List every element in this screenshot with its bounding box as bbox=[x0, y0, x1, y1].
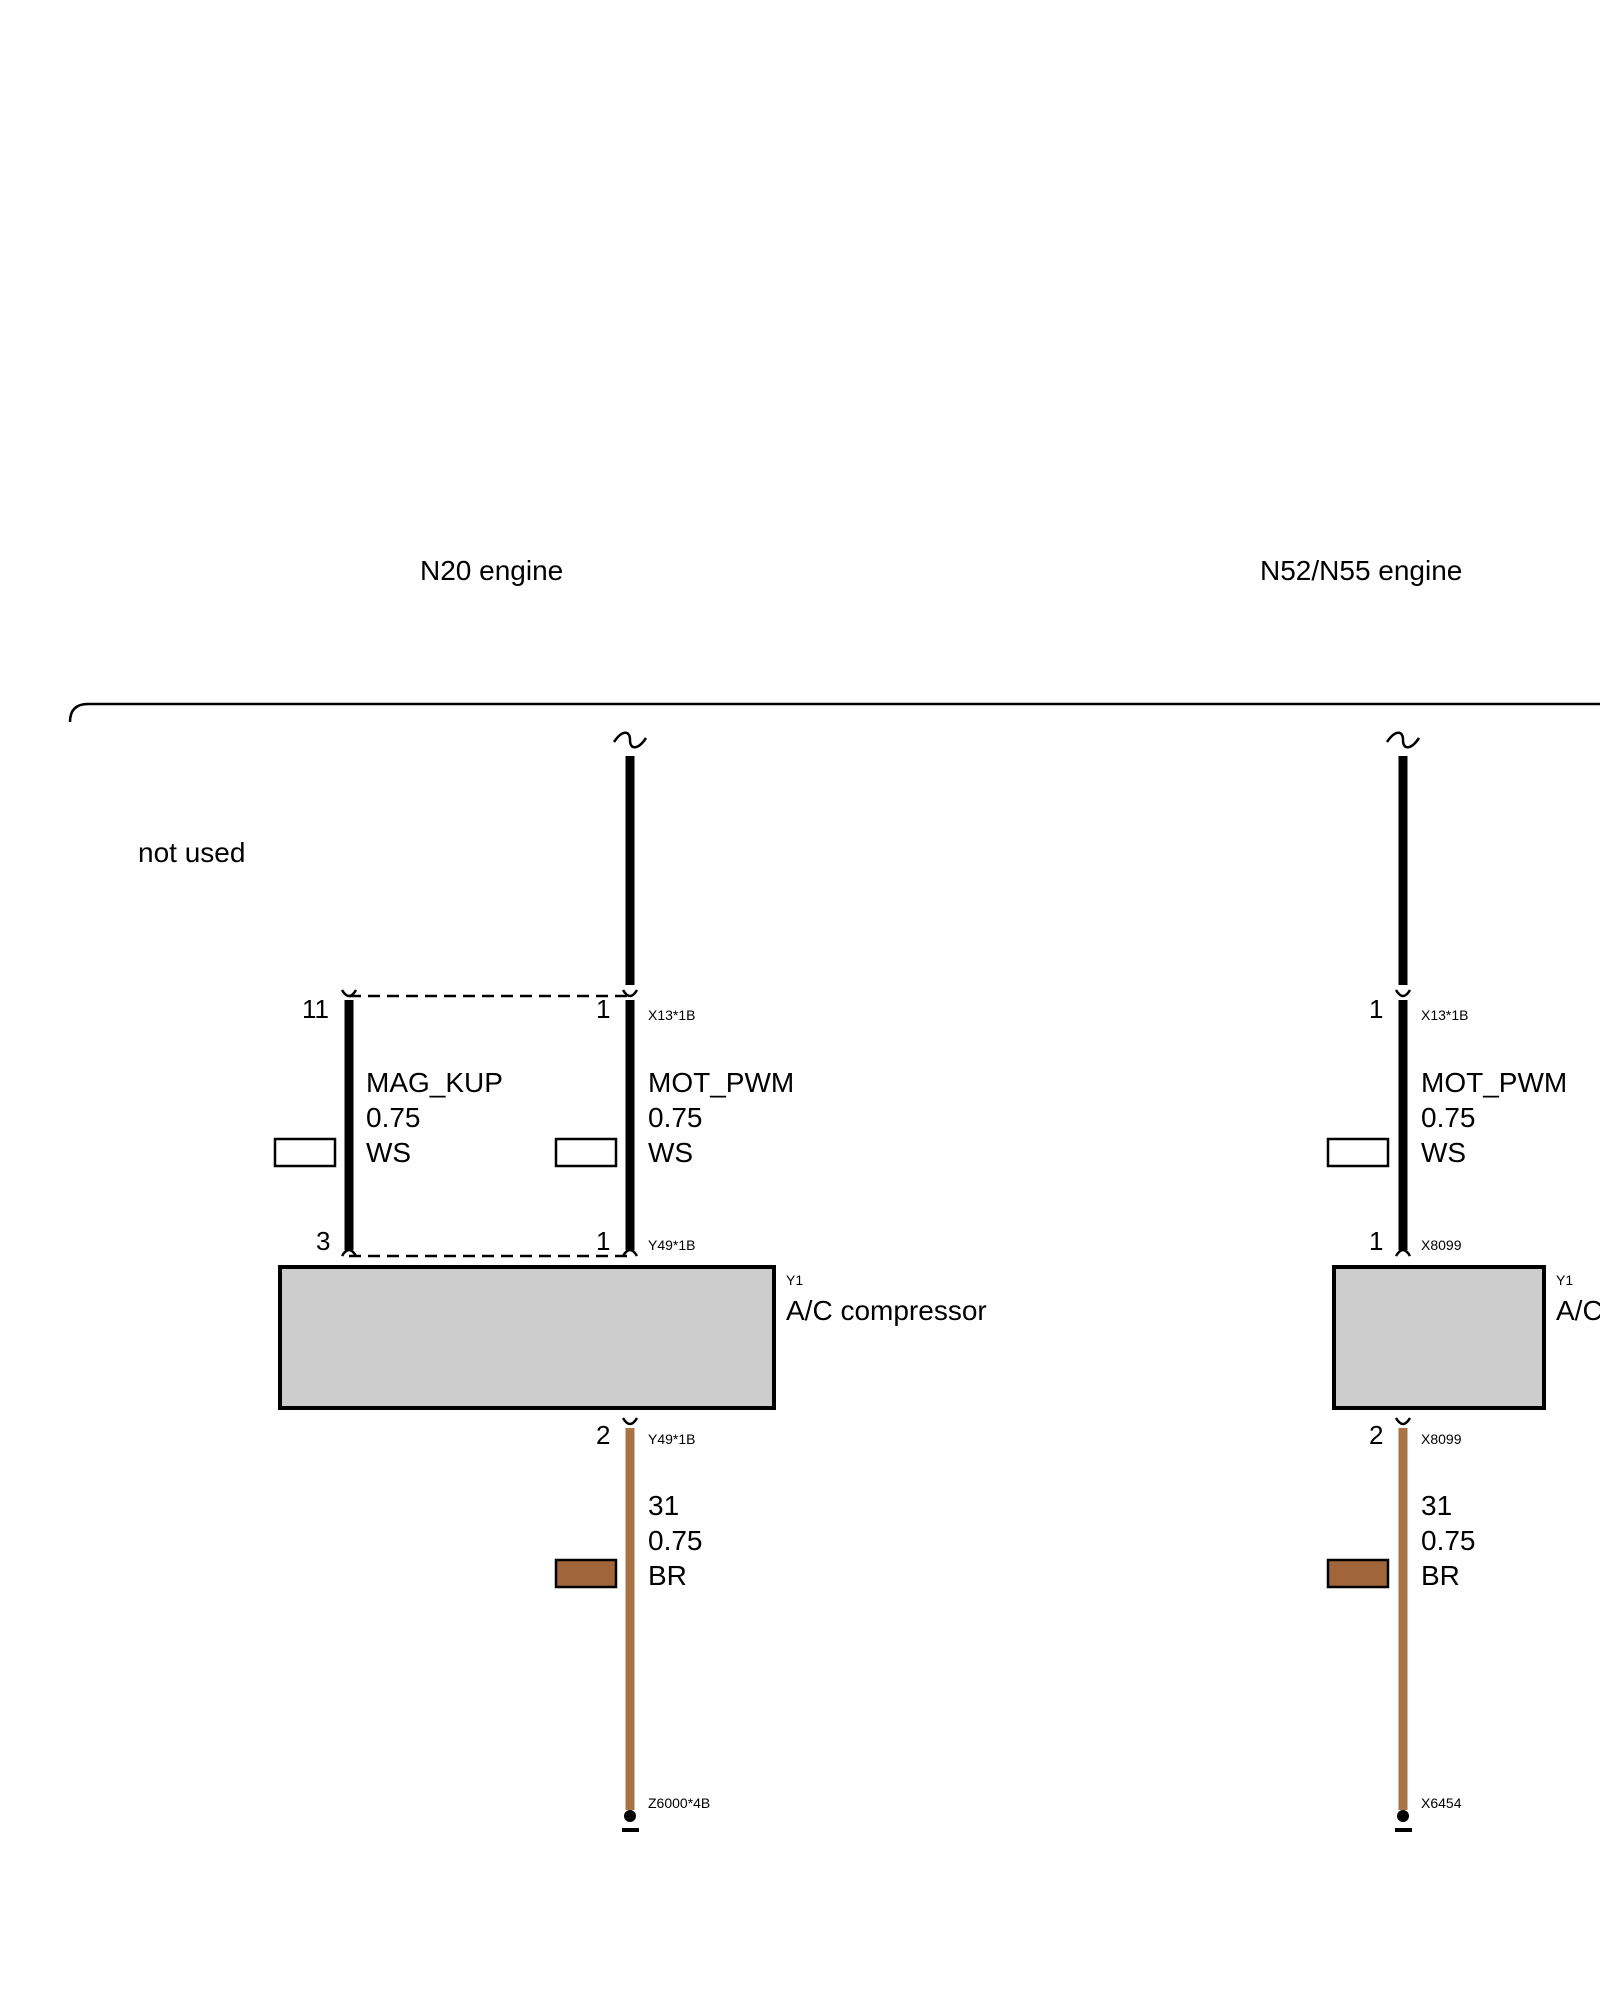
component-name: A/C compressor bbox=[786, 1295, 987, 1326]
wire-name: 31 bbox=[648, 1490, 679, 1521]
pin-label: 3 bbox=[316, 1226, 330, 1256]
component-ac-compressor bbox=[1332, 1265, 1546, 1410]
connector-ref: X8099 bbox=[1421, 1237, 1462, 1253]
connector-ref: Y49*1B bbox=[648, 1431, 695, 1447]
wire-color: WS bbox=[366, 1137, 411, 1168]
pin-label: 1 bbox=[596, 994, 610, 1024]
color-swatch-ws bbox=[1326, 1137, 1390, 1168]
wire-size: 0.75 bbox=[1421, 1525, 1476, 1556]
wire-name: MAG_KUP bbox=[366, 1067, 503, 1098]
wire-color: BR bbox=[648, 1560, 687, 1591]
connector-hook-icon bbox=[621, 989, 639, 998]
component-ac-compressor bbox=[278, 1265, 776, 1410]
wire-size: 0.75 bbox=[648, 1525, 703, 1556]
wire-continuation-icon bbox=[612, 731, 648, 749]
connector-hook-icon bbox=[621, 1248, 639, 1257]
wire-color: WS bbox=[648, 1137, 693, 1168]
section-title-n52-n55: N52/N55 engine bbox=[1260, 555, 1462, 586]
ground-ref: X6454 bbox=[1421, 1795, 1462, 1811]
section-bracket bbox=[68, 702, 1600, 723]
ground-point-icon bbox=[1397, 1810, 1409, 1822]
not-used-note: not used bbox=[138, 837, 245, 868]
wire-name: 31 bbox=[1421, 1490, 1452, 1521]
color-swatch-br bbox=[554, 1558, 618, 1589]
wire-name: MOT_PWM bbox=[648, 1067, 794, 1098]
pin-label: 1 bbox=[1369, 1226, 1383, 1256]
wire-name: MOT_PWM bbox=[1421, 1067, 1567, 1098]
color-swatch-ws bbox=[273, 1137, 337, 1168]
n52-n55-circuit: 1 X13*1B MOT_PWM 0.75 WS 1 X8099 Y1 A/C … bbox=[1326, 731, 1600, 1832]
connector-hook-icon bbox=[340, 1248, 358, 1257]
wire-color: BR bbox=[1421, 1560, 1460, 1591]
connector-hook-icon bbox=[1394, 989, 1412, 998]
pin-label: 2 bbox=[596, 1420, 610, 1450]
wire-size: 0.75 bbox=[366, 1102, 421, 1133]
pin-label: 1 bbox=[1369, 994, 1383, 1024]
component-id: Y1 bbox=[1556, 1272, 1573, 1288]
n20-circuit: 11 1 X13*1B MAG_KUP 0.75 WS MOT_PWM 0.75… bbox=[273, 731, 987, 1832]
wire-size: 0.75 bbox=[1421, 1102, 1476, 1133]
connector-hook-icon bbox=[1394, 1248, 1412, 1257]
component-id: Y1 bbox=[786, 1272, 803, 1288]
connector-ref: X13*1B bbox=[648, 1007, 695, 1023]
pin-label: 1 bbox=[596, 1226, 610, 1256]
color-swatch-ws bbox=[554, 1137, 618, 1168]
color-swatch-br bbox=[1326, 1558, 1390, 1589]
wire-size: 0.75 bbox=[648, 1102, 703, 1133]
pin-label: 11 bbox=[302, 994, 329, 1024]
ground-point-icon bbox=[624, 1810, 636, 1822]
connector-ref: Y49*1B bbox=[648, 1237, 695, 1253]
ground-ref: Z6000*4B bbox=[648, 1795, 710, 1811]
connector-ref: X13*1B bbox=[1421, 1007, 1468, 1023]
wire-continuation-icon bbox=[1385, 731, 1421, 749]
pin-label: 2 bbox=[1369, 1420, 1383, 1450]
connector-ref: X8099 bbox=[1421, 1431, 1462, 1447]
connector-hook-icon bbox=[1394, 1417, 1412, 1426]
connector-hook-icon bbox=[621, 1417, 639, 1426]
component-name: A/C bbox=[1556, 1295, 1600, 1326]
section-title-n20: N20 engine bbox=[420, 555, 563, 586]
wire-color: WS bbox=[1421, 1137, 1466, 1168]
